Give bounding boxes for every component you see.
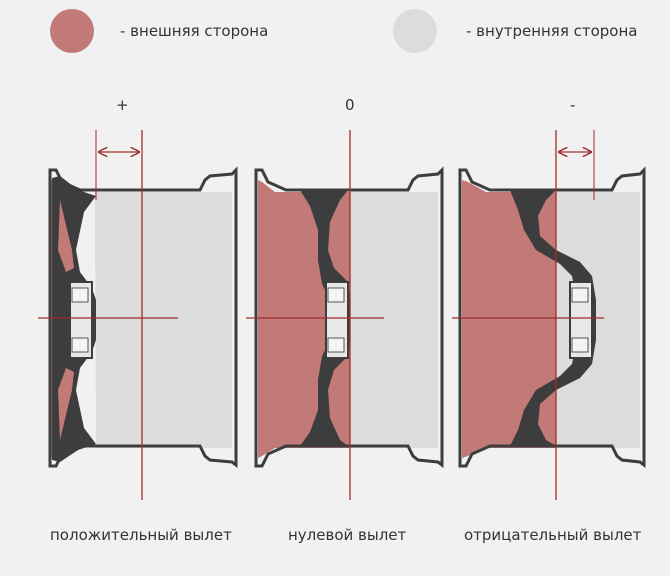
- wheel-zero: [246, 130, 444, 500]
- legend-inner-label: - внутренняя сторона: [466, 22, 638, 40]
- wheel-positive-inner-area: [95, 192, 232, 448]
- legend-outer-label: - внешняя сторона: [120, 22, 269, 40]
- wheel-negative-rim: [458, 166, 646, 468]
- legend-inner-swatch: [393, 9, 437, 53]
- caption-zero-offset: нулевой вылет: [288, 526, 407, 544]
- sign-zero: 0: [345, 96, 355, 114]
- wheel-zero-rim: [254, 166, 444, 468]
- sign-negative: -: [570, 96, 576, 114]
- wheel-positive: [38, 130, 238, 500]
- caption-positive-offset: положительный вылет: [50, 526, 232, 544]
- wheel-negative-outer-area: [462, 180, 556, 458]
- wheel-negative: [452, 130, 646, 500]
- wheel-zero-inner-area: [350, 192, 438, 448]
- legend-outer-swatch: [50, 9, 94, 53]
- caption-negative-offset: отрицательный вылет: [464, 526, 642, 544]
- wheel-negative-inner-area: [556, 192, 640, 448]
- sign-positive: +: [116, 96, 129, 114]
